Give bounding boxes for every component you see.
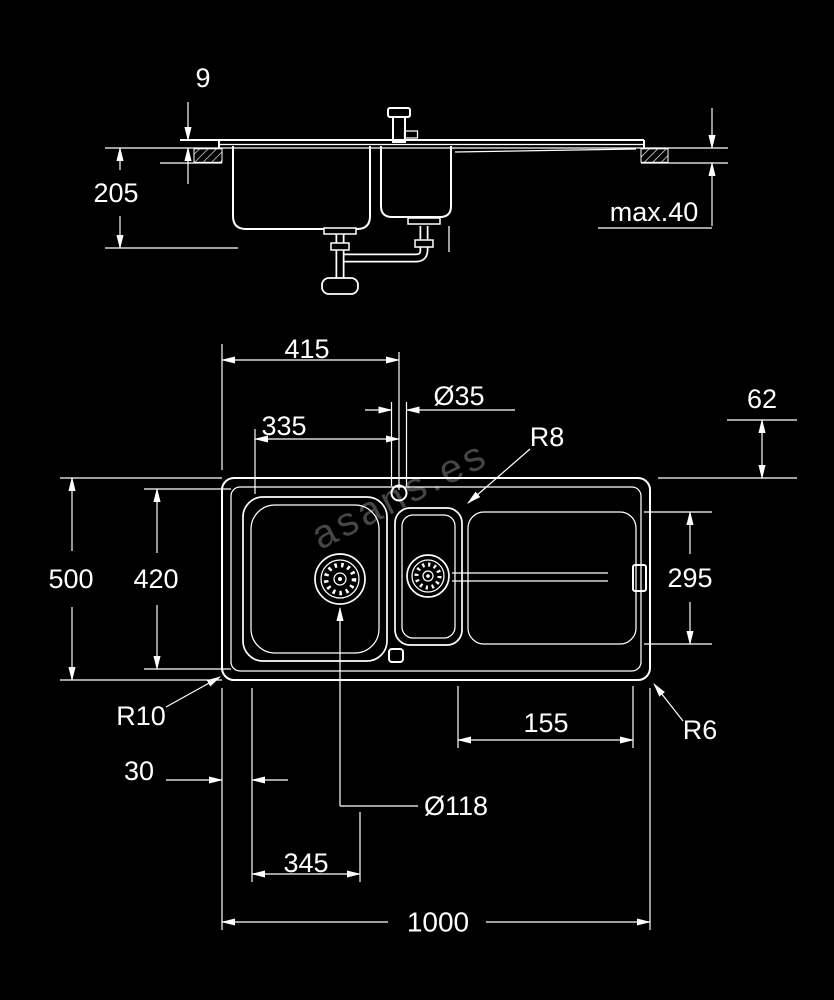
dim-r8-label: R8 — [530, 422, 565, 452]
overflow-cover — [632, 564, 647, 592]
dim-max40-label: max.40 — [610, 197, 699, 227]
dim-rim-height: 9 — [184, 63, 211, 184]
dim-depth: 205 — [93, 146, 238, 250]
dim-500-label: 500 — [48, 564, 93, 594]
main-bowl — [242, 496, 388, 662]
dim-420-label: 420 — [133, 564, 178, 594]
side-view-drawing: 9 205 max.40 — [93, 63, 728, 295]
dim-tap-distance: 415 — [220, 334, 401, 490]
dim-edge-offset: 30 — [124, 756, 288, 786]
dim-radius-inner: R8 — [467, 422, 565, 504]
dim-radius-left: R10 — [116, 676, 222, 731]
dim-counter-thickness: max.40 — [598, 108, 716, 229]
dim-tap-hole: Ø35 — [365, 381, 515, 486]
drain-right — [406, 554, 450, 598]
drainboard — [452, 511, 647, 645]
half-bowl — [394, 507, 463, 646]
counter-hatch-left — [193, 148, 223, 163]
dim-r6-label: R6 — [683, 715, 718, 745]
faucet-fitting — [387, 107, 419, 143]
drain-left — [314, 553, 366, 605]
top-view-drawing: 415 Ø35 62 335 R8 — [48, 334, 797, 938]
dim-rear-offset: 62 — [658, 384, 797, 480]
dim-drainboard-depth: 295 — [644, 510, 713, 646]
dim-1000-label: 1000 — [407, 907, 469, 938]
dim-bowl-to-tap: 335 — [253, 411, 401, 494]
counter-hatch-right — [640, 148, 669, 163]
dim-155-label: 155 — [523, 708, 568, 738]
dim-62-label: 62 — [747, 384, 777, 414]
pipe-nut-right — [414, 239, 434, 248]
dim-radius-right: R6 — [653, 683, 718, 745]
dim-335-label: 335 — [261, 411, 306, 441]
sink-outline — [221, 477, 651, 681]
dim-o35-label: Ø35 — [433, 381, 484, 411]
pipe-nut-left — [330, 242, 350, 251]
dim-9-label: 9 — [195, 63, 210, 93]
drainboard-profile — [454, 148, 637, 153]
front-rim-clip — [388, 648, 404, 663]
dim-bowl-center: 345 — [250, 688, 362, 882]
dim-o118-label: Ø118 — [424, 791, 488, 821]
dim-345-label: 345 — [283, 848, 328, 878]
dim-overall-depth: 500 — [48, 476, 222, 682]
watermark-text: asans.es — [304, 432, 495, 558]
sink-inner-rim — [230, 486, 642, 672]
drain-plumbing — [321, 217, 450, 295]
dim-r10-label: R10 — [116, 701, 166, 731]
sink-rim-ends — [218, 140, 645, 148]
strainer-flange-left — [323, 227, 357, 235]
dim-295-label: 295 — [667, 563, 712, 593]
dim-drainboard-length: 155 — [456, 686, 635, 748]
drainboard-grooves — [452, 572, 608, 582]
dim-drain-diameter: Ø118 — [336, 606, 488, 821]
dim-inner-depth: 420 — [133, 487, 231, 671]
strainer-flange-right — [407, 217, 441, 225]
dim-205-label: 205 — [93, 178, 138, 208]
siphon-trap — [321, 277, 359, 295]
dim-415-label: 415 — [284, 334, 329, 364]
bowls-profile — [232, 146, 452, 230]
dim-30-label: 30 — [124, 756, 154, 786]
dim-overall-width: 1000 — [220, 688, 652, 938]
